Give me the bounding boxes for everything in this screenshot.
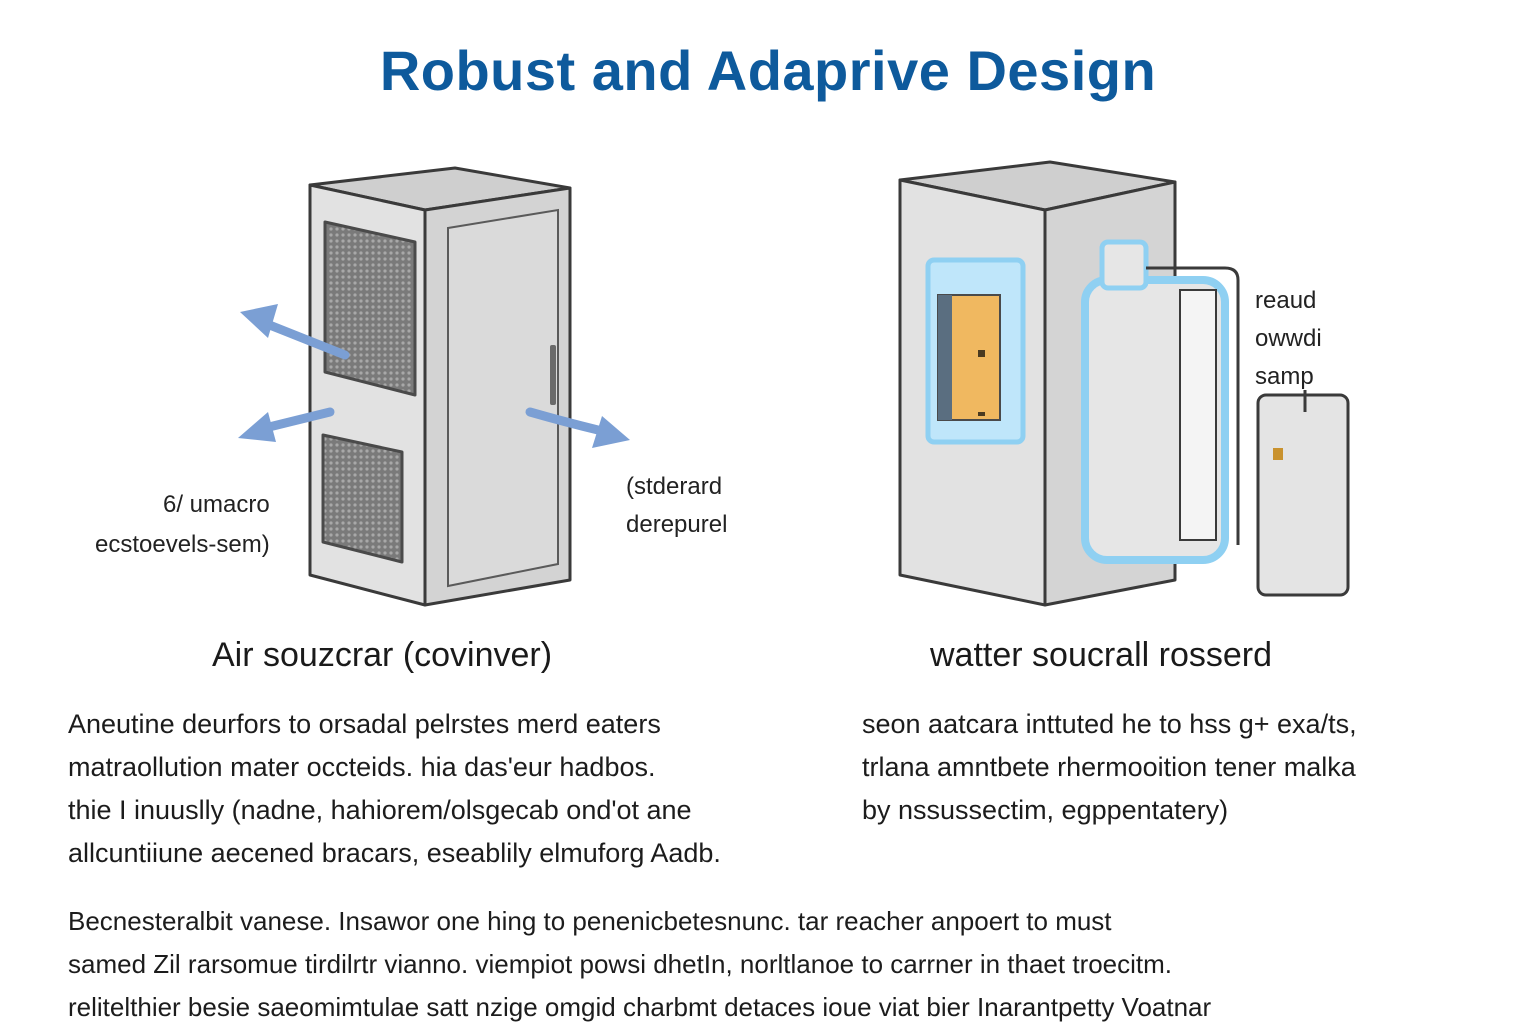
airflow-right-arrow-icon	[525, 407, 603, 435]
air-right-label: (stderard derepurel	[626, 468, 727, 544]
paragraph-line: Aneutine deurfors to orsadal pelrstes me…	[68, 709, 661, 739]
paragraph-line: trlana amntbete rhermooition tener malka	[862, 752, 1356, 782]
control-panel-strip	[938, 295, 952, 420]
airflow-left-arrow-icon	[260, 407, 335, 433]
paragraph-line: Becnesteralbit vanese. Insawor one hing …	[68, 906, 1112, 936]
paragraph-line: allcuntiiune aecened bracars, eseablily …	[68, 838, 721, 868]
lower-grille	[321, 433, 404, 564]
water-side-label-line: owwdi	[1255, 325, 1322, 352]
water-side-label: reaud owwdi samp	[1255, 282, 1322, 396]
left-paragraph: Aneutine deurfors to orsadal pelrstes me…	[68, 703, 721, 875]
water-side-label-line: reaud	[1255, 287, 1317, 314]
paragraph-line: thie I inuuslly (nadne, hahiorem/olsgeca…	[68, 795, 692, 825]
air-left-label-line: 6/ umacro	[163, 491, 270, 518]
air-right-label-line: (stderard	[626, 473, 723, 500]
paragraph-line: relitelthier besie saeomimtulae satt nzi…	[68, 992, 1212, 1022]
air-left-label: 6/ umacro	[163, 486, 270, 524]
tank-cap	[1099, 239, 1149, 291]
water-pipe	[1146, 266, 1240, 545]
airflow-right-arrow-head-icon	[592, 416, 630, 448]
indicator-light-icon	[978, 412, 985, 416]
paragraph-line: samed Zil rarsomue tirdilrtr vianno. vie…	[68, 949, 1173, 979]
water-side-label-line: samp	[1255, 363, 1314, 390]
external-sensor-box	[1256, 393, 1350, 597]
right-paragraph: seon aatcara inttuted he to hss g+ exa/t…	[862, 703, 1357, 832]
air-cabinet-door	[447, 208, 559, 588]
air-source-unit-illustration	[238, 166, 630, 607]
indicator-light-icon	[978, 350, 985, 357]
paragraph-line: seon aatcara inttuted he to hss g+ exa/t…	[862, 709, 1357, 739]
airflow-out-arrow-head-icon	[240, 304, 278, 338]
air-right-label-line: derepurel	[626, 511, 728, 538]
airflow-left-arrow-head-icon	[238, 412, 276, 442]
airflow-out-arrow-icon	[257, 317, 350, 360]
heat-exchanger-inner	[1179, 289, 1217, 541]
door-handle-icon	[550, 345, 556, 405]
air-unit-caption: Air souzcrar (covinver)	[212, 636, 553, 674]
air-left-label-line: ecstoevels-sem)	[95, 531, 270, 558]
paragraph-line: by nssussectim, egppentatery)	[862, 795, 1229, 825]
page-title: Robust and Adaprive Design	[379, 39, 1157, 102]
upper-grille	[323, 220, 417, 397]
bottom-paragraph: Becnesteralbit vanese. Insawor one hing …	[68, 900, 1211, 1029]
paragraph-line: matraollution mater occteids. hia das'eu…	[68, 752, 656, 782]
water-unit-caption: watter soucrall rosserd	[930, 636, 1273, 674]
water-source-unit-illustration	[898, 160, 1350, 607]
air-left-label-2: ecstoevels-sem)	[95, 526, 270, 564]
sensor-light-icon	[1273, 448, 1283, 460]
